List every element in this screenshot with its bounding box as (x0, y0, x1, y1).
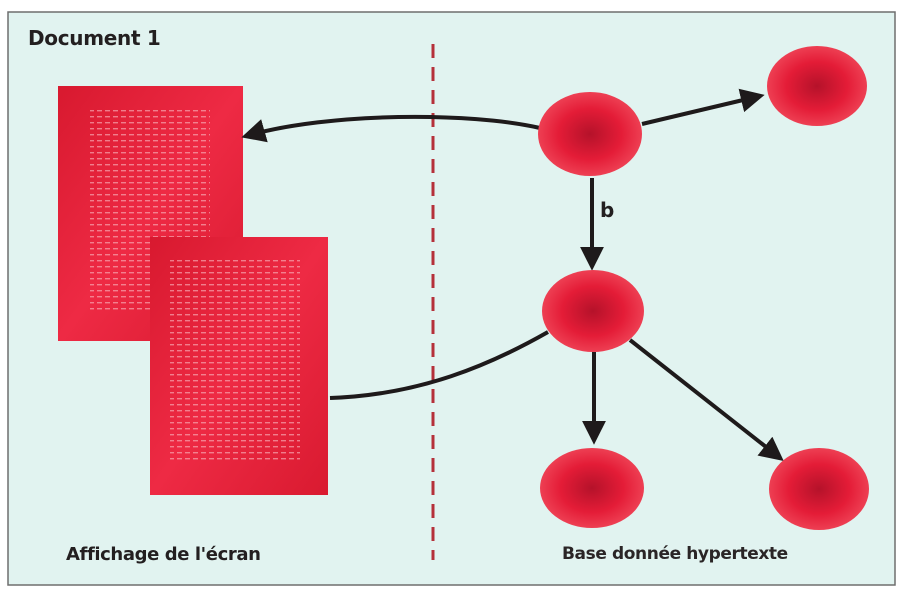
caption-screen-display: Affichage de l'écran (66, 544, 261, 565)
arrow-middle-to-bottom-right (628, 338, 784, 461)
caption-hypertext-database: Base donnée hypertexte (562, 544, 788, 564)
arrow-node-top-to-page-1 (241, 114, 541, 143)
node-top (538, 92, 642, 176)
document-page-2 (150, 237, 328, 495)
node-top-right (767, 46, 867, 126)
top-strip (0, 0, 903, 12)
edge-label-b: b (600, 198, 615, 222)
arrow-node-middle-to-page-2 (329, 330, 549, 400)
diagram-title: Document 1 (28, 26, 161, 50)
node-middle (542, 270, 644, 352)
arrow-top-to-top-right (641, 88, 765, 126)
node-bottom-left (540, 448, 644, 528)
node-bottom-right (769, 448, 869, 530)
